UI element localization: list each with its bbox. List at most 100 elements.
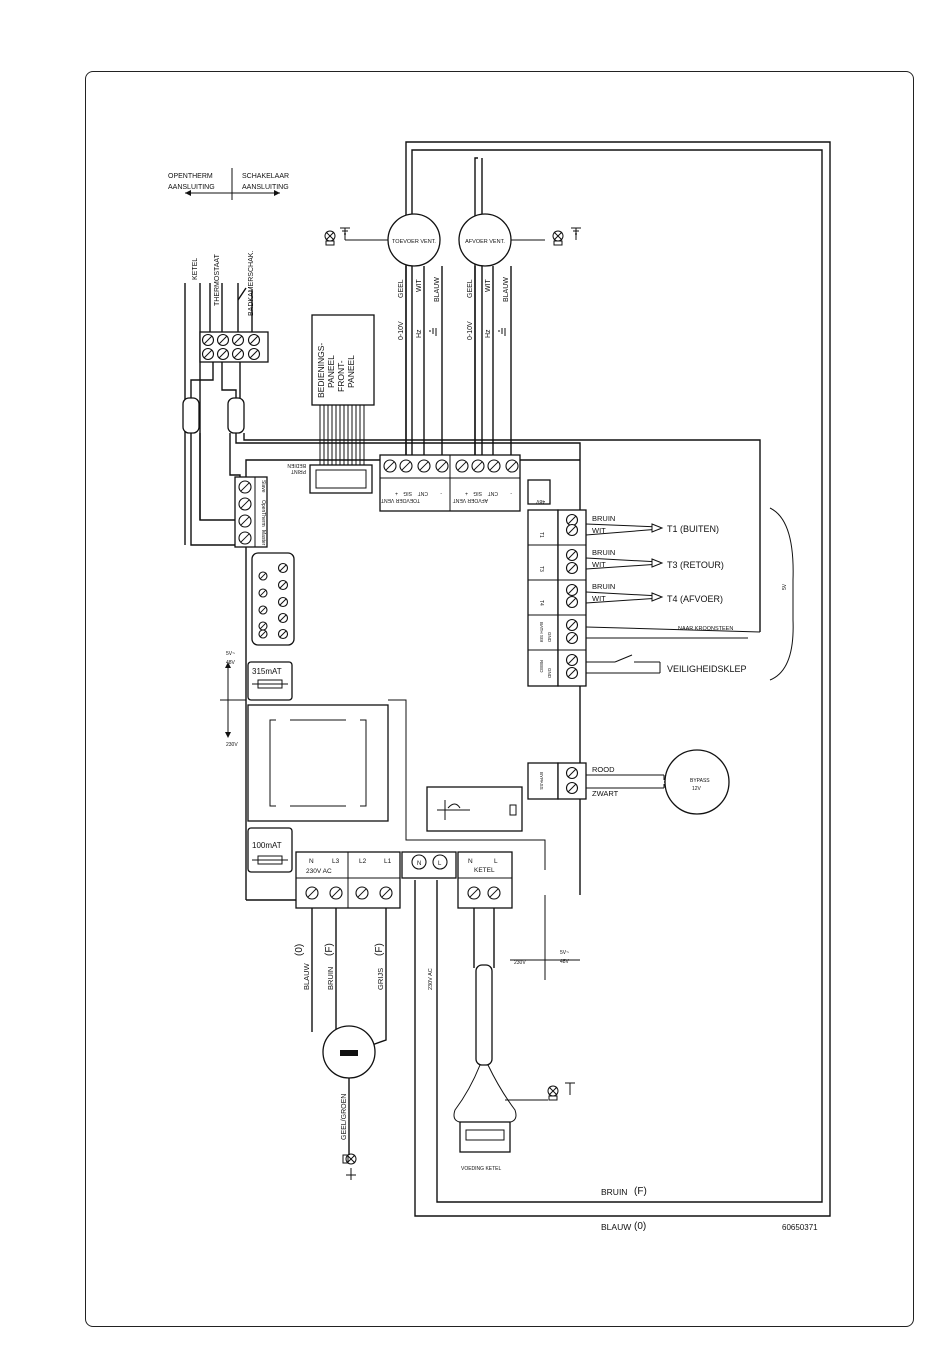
screw-slot — [218, 335, 228, 345]
screw-slot — [489, 461, 499, 471]
afvoer-fan-label: AFVOER VENT. — [465, 239, 505, 245]
screw-slot — [567, 563, 577, 573]
screw-slot — [567, 585, 577, 595]
fuse-315: 315mAT — [247, 661, 293, 701]
screw-slot — [567, 597, 577, 607]
screw-slot — [259, 572, 267, 580]
svg-text:BRUIN: BRUIN — [601, 1187, 627, 1197]
svg-text:THERMOSTAAT: THERMOSTAAT — [214, 253, 221, 306]
svg-text:CNT: CNT — [488, 490, 498, 496]
svg-text:WIT: WIT — [592, 594, 606, 603]
opentherm-schakelaar-section: OPENTHERM AANSLUITING SCHAKELAAR AANSLUI… — [168, 168, 289, 545]
svg-text:230V AC: 230V AC — [306, 868, 332, 875]
svg-text:Master: Master — [260, 530, 266, 546]
svg-text:KETEL: KETEL — [192, 258, 199, 280]
svg-text:ZWART: ZWART — [592, 789, 619, 798]
svg-text:BLAUW: BLAUW — [434, 277, 441, 302]
svg-text:0-10V: 0-10V — [467, 321, 474, 340]
screw-slot — [279, 630, 287, 638]
svg-text:BRUIN: BRUIN — [326, 967, 335, 990]
screw-slot — [567, 620, 577, 630]
svg-text:230V: 230V — [226, 742, 238, 748]
screw-slot — [240, 482, 250, 492]
screw-slot — [249, 335, 259, 345]
svg-text:-: - — [510, 490, 512, 496]
screw-slot — [385, 461, 395, 471]
outer-loop-wires — [405, 141, 831, 1217]
svg-text:KETEL: KETEL — [474, 867, 495, 874]
svg-text:230V AC: 230V AC — [428, 968, 434, 990]
svg-text:Hz: Hz — [485, 329, 492, 338]
document-code: 60650371 — [782, 1223, 818, 1232]
svg-text:L3: L3 — [332, 858, 340, 865]
svg-text:BEDIENINGS-: BEDIENINGS- — [316, 343, 326, 398]
transformer — [247, 699, 546, 870]
svg-text:ROOD: ROOD — [592, 765, 615, 774]
svg-text:Hz: Hz — [416, 329, 423, 338]
ribbon-cable — [319, 405, 365, 465]
bedieningspaneel: BEDIENINGS- PANEEL FRONT- PANEEL BEDIEN … — [287, 314, 375, 494]
bypass-section: BYPASS ROOD ZWART BYPASS 12V — [527, 749, 730, 815]
svg-text:5V~: 5V~ — [226, 651, 235, 657]
screw-slot — [457, 461, 467, 471]
svg-text:5V: 5V — [782, 583, 788, 590]
svg-text:REED: REED — [539, 660, 544, 673]
svg-text:-: - — [440, 490, 442, 496]
svg-text:BATH SW: BATH SW — [539, 622, 544, 643]
svg-text:L2: L2 — [359, 858, 367, 865]
svg-text:T3: T3 — [538, 566, 544, 572]
screw-slot — [381, 888, 391, 898]
veiligheidsklep-label: VEILIGHEIDSKLEP — [667, 664, 747, 674]
svg-text:5V~: 5V~ — [560, 950, 569, 956]
svg-text:GRIJS: GRIJS — [376, 968, 385, 990]
svg-text:BRUIN: BRUIN — [592, 582, 615, 591]
svg-text:230V: 230V — [514, 960, 526, 966]
screw-slot — [203, 349, 213, 359]
mains-wires: BLAUW (0) BRUIN (F) GRIJS (F) 230V AC GE… — [294, 908, 434, 1180]
svg-text:WIT: WIT — [592, 560, 606, 569]
svg-text:(F): (F) — [634, 1186, 647, 1197]
screw-slot — [567, 515, 577, 525]
sensor-t1-label: T1 (BUITEN) — [667, 524, 719, 534]
ground-icon — [429, 328, 437, 336]
screw-slot — [259, 589, 267, 597]
svg-text:100mAT: 100mAT — [252, 841, 282, 850]
svg-text:N: N — [417, 861, 421, 867]
svg-text:AANSLUITING: AANSLUITING — [242, 184, 289, 191]
screw-slot — [279, 598, 287, 606]
screw-slot — [233, 349, 243, 359]
page-border — [85, 71, 914, 1327]
screw-slot — [307, 888, 317, 898]
svg-text:GEEL/GROEN: GEEL/GROEN — [341, 1094, 348, 1140]
svg-text:GEEL: GEEL — [398, 279, 405, 298]
sensor-t4-label: T4 (AFVOER) — [667, 594, 723, 604]
screw-terminals — [201, 333, 579, 900]
svg-text:48V: 48V — [535, 498, 545, 504]
ground-lamp-icon — [324, 227, 350, 246]
screw-slot — [279, 581, 287, 589]
screw-slot — [469, 888, 479, 898]
screw-slot — [401, 461, 411, 471]
svg-text:BYPASS: BYPASS — [690, 778, 710, 784]
screw-slot — [259, 606, 267, 614]
screw-slot — [567, 668, 577, 678]
svg-text:48V: 48V — [560, 959, 570, 965]
toevoer-fan-label: TOEVOER VENT. — [392, 239, 436, 245]
svg-text:SIG: SIG — [403, 490, 412, 496]
svg-text:PANEEL: PANEEL — [326, 355, 336, 388]
svg-text:315mAT: 315mAT — [252, 667, 282, 676]
svg-text:L: L — [494, 858, 498, 865]
svg-text:(F): (F) — [324, 943, 335, 956]
svg-text:SIG: SIG — [473, 490, 482, 496]
svg-text:+: + — [465, 490, 468, 496]
svg-text:T4: T4 — [538, 600, 544, 606]
svg-text:L1: L1 — [384, 858, 392, 865]
svg-text:(0): (0) — [634, 1221, 646, 1232]
afvoer-fan: AFVOER VENT. GEEL WIT BLAUW 0-10V Hz — [458, 213, 581, 455]
svg-text:BRUIN: BRUIN — [592, 548, 615, 557]
svg-text:OpenTherm: OpenTherm — [260, 500, 266, 527]
screw-slot — [437, 461, 447, 471]
screw-slot — [567, 768, 577, 778]
svg-text:TOEVOER VENT: TOEVOER VENT — [381, 497, 420, 503]
